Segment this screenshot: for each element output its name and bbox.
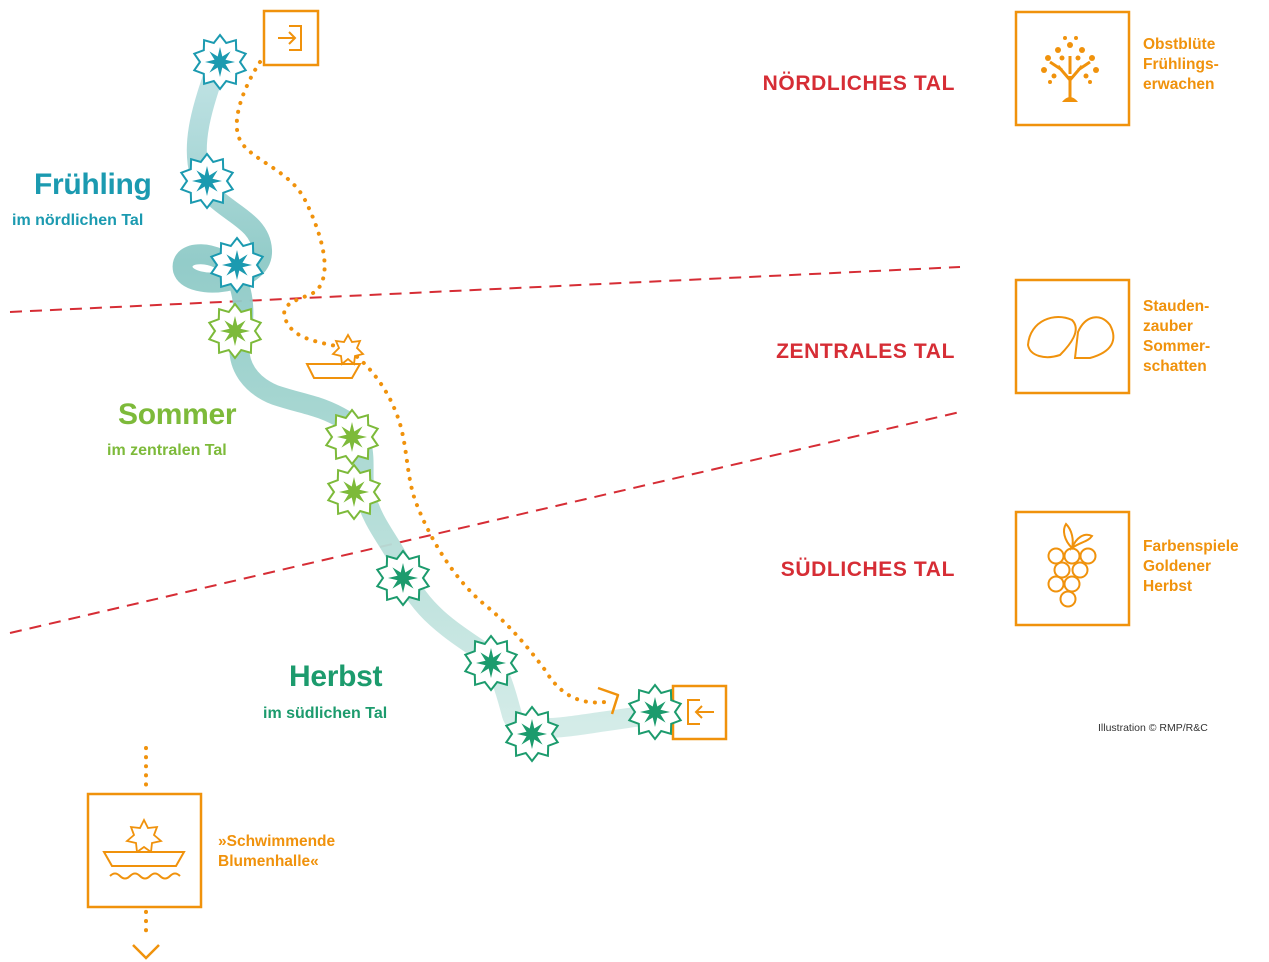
flower-star-icon xyxy=(179,152,235,210)
river xyxy=(172,52,680,739)
flower-star-icon xyxy=(207,302,263,360)
zone-label-central: ZENTRALES TAL xyxy=(776,340,955,363)
entry-icon xyxy=(262,9,320,67)
flower-star-icon xyxy=(209,236,265,294)
tree-icon xyxy=(1014,10,1131,127)
feature-line: Herbst xyxy=(1143,578,1193,595)
feature-line: Obstblüte xyxy=(1143,36,1216,53)
zone-label-north: NÖRDLICHES TAL xyxy=(762,72,955,95)
autumn-subtitle: im südlichen Tal xyxy=(263,705,388,722)
feature-line: Blumenhalle« xyxy=(218,853,319,870)
boat-icon xyxy=(305,333,365,379)
zone-label-south: SÜDLICHES TAL xyxy=(780,558,955,581)
flower-star-icon xyxy=(324,408,380,466)
summer-subtitle: im zentralen Tal xyxy=(107,442,227,459)
shade-icon xyxy=(1014,278,1131,395)
chevron-down-icon xyxy=(132,944,160,960)
feature-text-central: Stauden- zauber Sommer- schatten xyxy=(1143,297,1210,377)
path-arrow-icon xyxy=(597,686,620,715)
feature-line: zauber xyxy=(1143,318,1193,335)
grape-icon xyxy=(1014,510,1131,627)
zone-divider-south xyxy=(9,411,961,634)
feature-line: »Schwimmende xyxy=(218,833,336,850)
flower-star-icon xyxy=(463,634,519,692)
autumn-title: Herbst xyxy=(289,660,383,693)
feature-line: Frühlings- xyxy=(1143,56,1219,73)
exit-icon xyxy=(671,684,728,741)
flower-star-icon xyxy=(504,705,560,763)
feature-line: schatten xyxy=(1143,358,1207,375)
spring-subtitle: im nördlichen Tal xyxy=(12,212,144,229)
boat-hall-icon xyxy=(86,792,203,909)
feature-line: Farbenspiele xyxy=(1143,538,1239,555)
feature-text-south: Farbenspiele Goldener Herbst xyxy=(1143,537,1239,597)
zone-divider-north xyxy=(9,266,961,313)
feature-line: Goldener xyxy=(1143,558,1212,575)
feature-text-north: Obstblüte Frühlings- erwachen xyxy=(1143,35,1219,95)
flower-star-icon xyxy=(326,463,382,521)
feature-text-hall: »Schwimmende Blumenhalle« xyxy=(218,832,335,872)
feature-line: Stauden- xyxy=(1143,298,1210,315)
summer-title: Sommer xyxy=(118,398,237,431)
flower-star-icon xyxy=(375,549,431,607)
feature-line: erwachen xyxy=(1143,76,1215,93)
flower-star-icon xyxy=(627,683,683,741)
flower-star-icon xyxy=(192,33,248,91)
spring-title: Frühling xyxy=(34,168,152,201)
illustration-credit: Illustration © RMP/R&C xyxy=(1098,722,1208,734)
feature-line: Sommer- xyxy=(1143,338,1211,355)
